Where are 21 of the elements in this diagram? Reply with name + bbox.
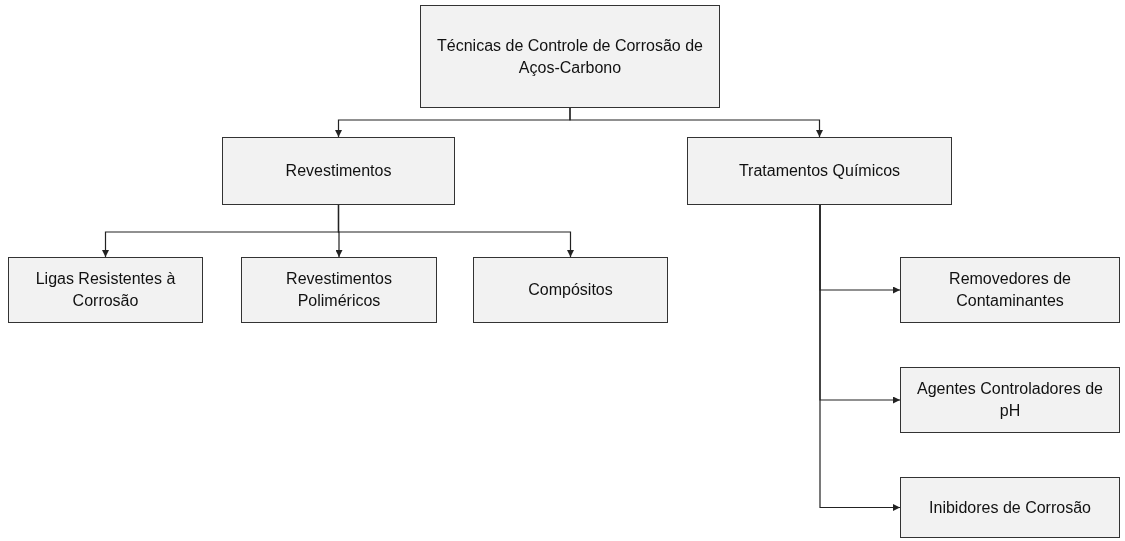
process-box [241, 257, 437, 323]
process-box [420, 5, 720, 108]
node-label: Ligas Resistentes à Corrosão [34, 269, 177, 311]
process-box [900, 477, 1120, 538]
arrow [337, 204, 574, 258]
process-box [8, 257, 203, 323]
node-label: Revestimentos [285, 161, 392, 182]
node-label: Técnicas de Controle de Corrosão de Aços-Carbono [436, 35, 704, 78]
node-label: Agentes Controladores de pH [916, 379, 1104, 421]
process-box [900, 367, 1120, 433]
process-box [222, 137, 455, 205]
process-box [473, 257, 668, 323]
node-label: Tratamentos Químicos [738, 161, 901, 182]
arrow [819, 204, 901, 511]
process-box [900, 257, 1120, 323]
process-box [687, 137, 952, 205]
node-label: Revestimentos Poliméricos [285, 269, 393, 311]
node-label: Removedores de Contaminantes [948, 269, 1072, 311]
node-label: Inibidores de Corrosão [929, 497, 1091, 518]
node-label: Compósitos [528, 280, 613, 301]
arrow [569, 107, 823, 138]
